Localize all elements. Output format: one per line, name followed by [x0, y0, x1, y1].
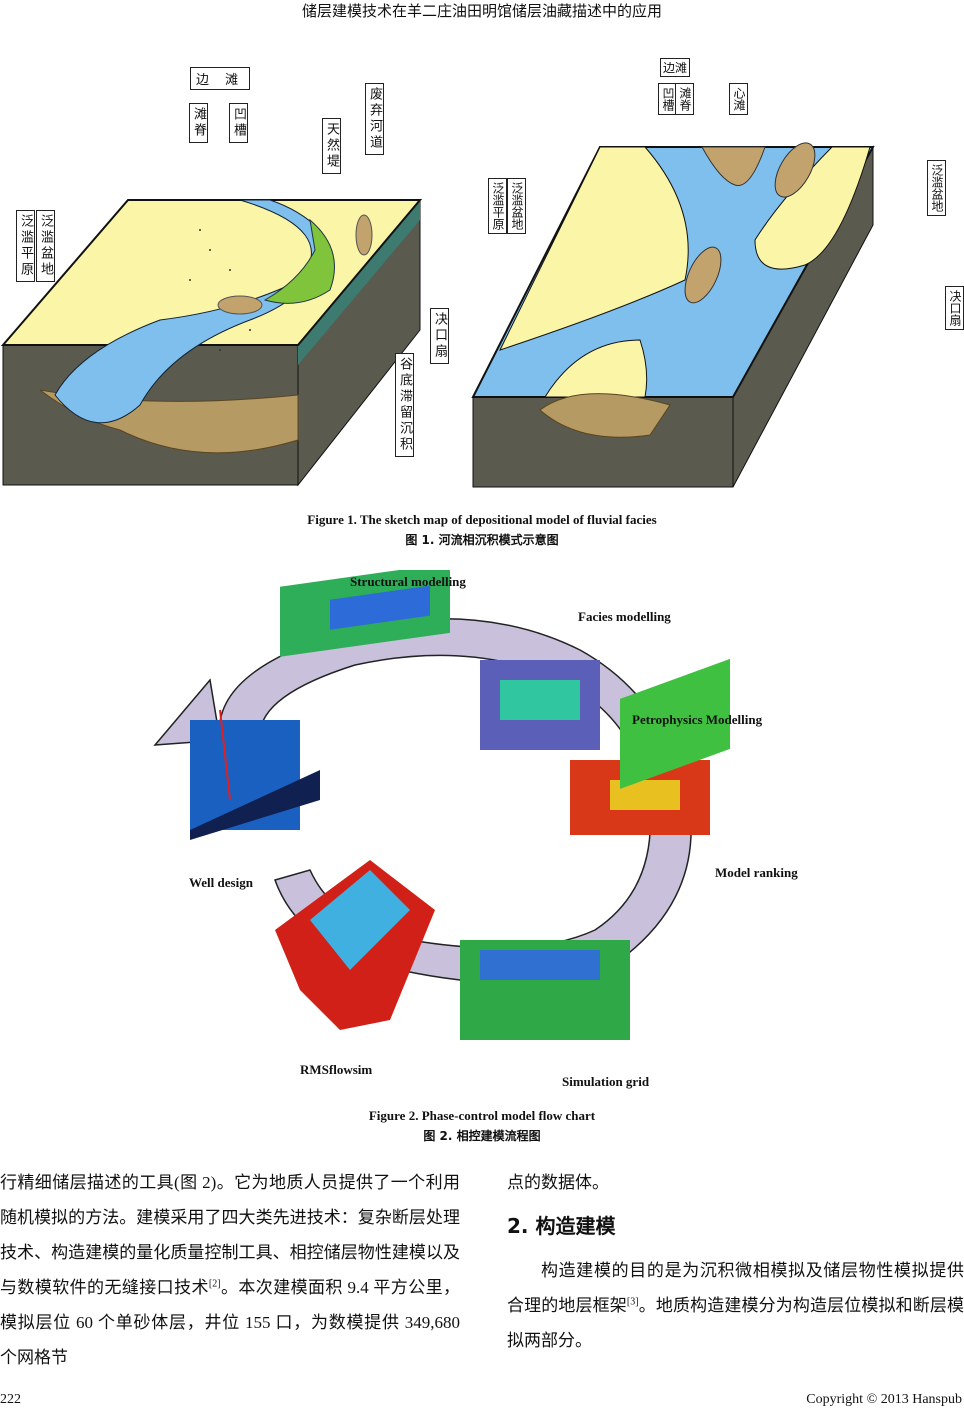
citation: [2] [208, 1278, 221, 1290]
label-fan-lan-pen-di-right: 泛滥盆地 [927, 160, 946, 216]
figure1-right-block-diagram: 边滩 凹槽 滩脊 心滩 泛滥平原 泛滥盆地 泛滥盆地 决口扇 [470, 50, 964, 500]
label-jue-kou-shan: 决口扇 [945, 286, 964, 330]
label-petrophysics-modelling: Petrophysics Modelling [632, 712, 763, 727]
paragraph: 构造建模的目的是为沉积微相模拟及储层物性模拟提供合理的地层框架[3]。地质构造建… [507, 1253, 964, 1358]
label-well-design: Well design [189, 875, 253, 890]
paragraph-text: 。本次建模面积 9.4 平方公里，模拟层位 60 个单砂体层，井位 155 口，… [0, 1278, 461, 1367]
label-fan-lan-pen-di: 泛滥盆地 [36, 210, 55, 282]
figure1-caption-zh: 图 1. 河流相沉积模式示意图 [405, 533, 559, 547]
label-ao-cao: 凹槽 [229, 103, 248, 143]
label-jue-kou-shan: 决口扇 [430, 308, 449, 364]
page-number: 222 [0, 1392, 21, 1407]
figure1-caption-en: Figure 1. The sketch map of depositional… [307, 512, 657, 527]
figure2-caption-zh: 图 2. 相控建模流程图 [423, 1129, 541, 1143]
running-header: 储层建模技术在羊二庄油田明馆储层油藏描述中的应用 [301, 2, 662, 20]
label-gu-di-zhi-liu: 谷底滞留沉积 [395, 353, 414, 457]
label-bian-tan: 边滩 [660, 58, 691, 77]
label-rmsflowsim: RMSflowsim [300, 1062, 373, 1077]
model-render-ranking [620, 658, 730, 789]
label-fei-qi-he-dao: 废弃河道 [365, 83, 384, 155]
label-fan-lan-ping-yuan: 泛滥平原 [488, 178, 507, 234]
body-right-column: 点的数据体。 2. 构造建模 构造建模的目的是为沉积微相模拟及储层物性模拟提供合… [507, 1165, 964, 1358]
model-render-facies [480, 660, 600, 750]
figure2-flow-chart: Structural modelling Facies modelling Pe… [150, 562, 830, 1100]
figure1-left-block-diagram: 边 滩 滩脊 凹槽 天然堤 废弃河道 泛滥盆地 泛滥平原 决口扇 谷底滞留沉积 [0, 50, 460, 500]
paragraph-text: 构造建模的目的是为沉积微相模拟及储层物性模拟提供合理的地层框架 [507, 1261, 964, 1315]
label-tan-ji: 滩脊 [675, 83, 694, 115]
fluvial-meander-diagram [0, 198, 423, 487]
section-heading: 2. 构造建模 [507, 1214, 616, 1238]
label-fan-lan-ping-yuan: 泛滥平原 [16, 210, 35, 282]
figure2-caption-en: Figure 2. Phase-control model flow chart [368, 1108, 596, 1123]
model-render-structural [280, 562, 450, 657]
label-structural-modelling: Structural modelling [350, 574, 466, 589]
label-tan-ji: 滩脊 [189, 103, 208, 143]
label-bian-tan: 边 滩 [190, 67, 251, 90]
model-render-simgrid [460, 940, 630, 1040]
paragraph-text: 行精细储层描述的工具(图 2)。它为地质人员提供了一个利用随机模拟的方法。建模采… [0, 1173, 460, 1297]
paragraph-text: 。地质构造建模分为构造层位模拟和断层模拟两部分。 [507, 1296, 964, 1350]
cycle-ring [153, 562, 730, 1040]
label-model-ranking: Model ranking [715, 865, 798, 880]
label-tian-ran-di: 天然堤 [322, 118, 341, 174]
paragraph: 行精细储层描述的工具(图 2)。它为地质人员提供了一个利用随机模拟的方法。建模采… [0, 1165, 460, 1375]
copyright: Copyright © 2013 Hanspub [806, 1392, 962, 1407]
label-facies-modelling: Facies modelling [578, 609, 671, 624]
label-simulation-grid: Simulation grid [562, 1074, 650, 1089]
paragraph: 点的数据体。 [507, 1173, 609, 1192]
citation: [3] [626, 1296, 639, 1308]
label-fan-lan-pen-di: 泛滥盆地 [507, 178, 526, 234]
model-render-well [190, 709, 320, 840]
model-render-rmsflowsim [275, 860, 435, 1030]
body-left-column: 行精细储层描述的工具(图 2)。它为地质人员提供了一个利用随机模拟的方法。建模采… [0, 1165, 460, 1375]
fluvial-braided-diagram [471, 142, 875, 488]
label-xin-tan: 心滩 [729, 83, 748, 115]
